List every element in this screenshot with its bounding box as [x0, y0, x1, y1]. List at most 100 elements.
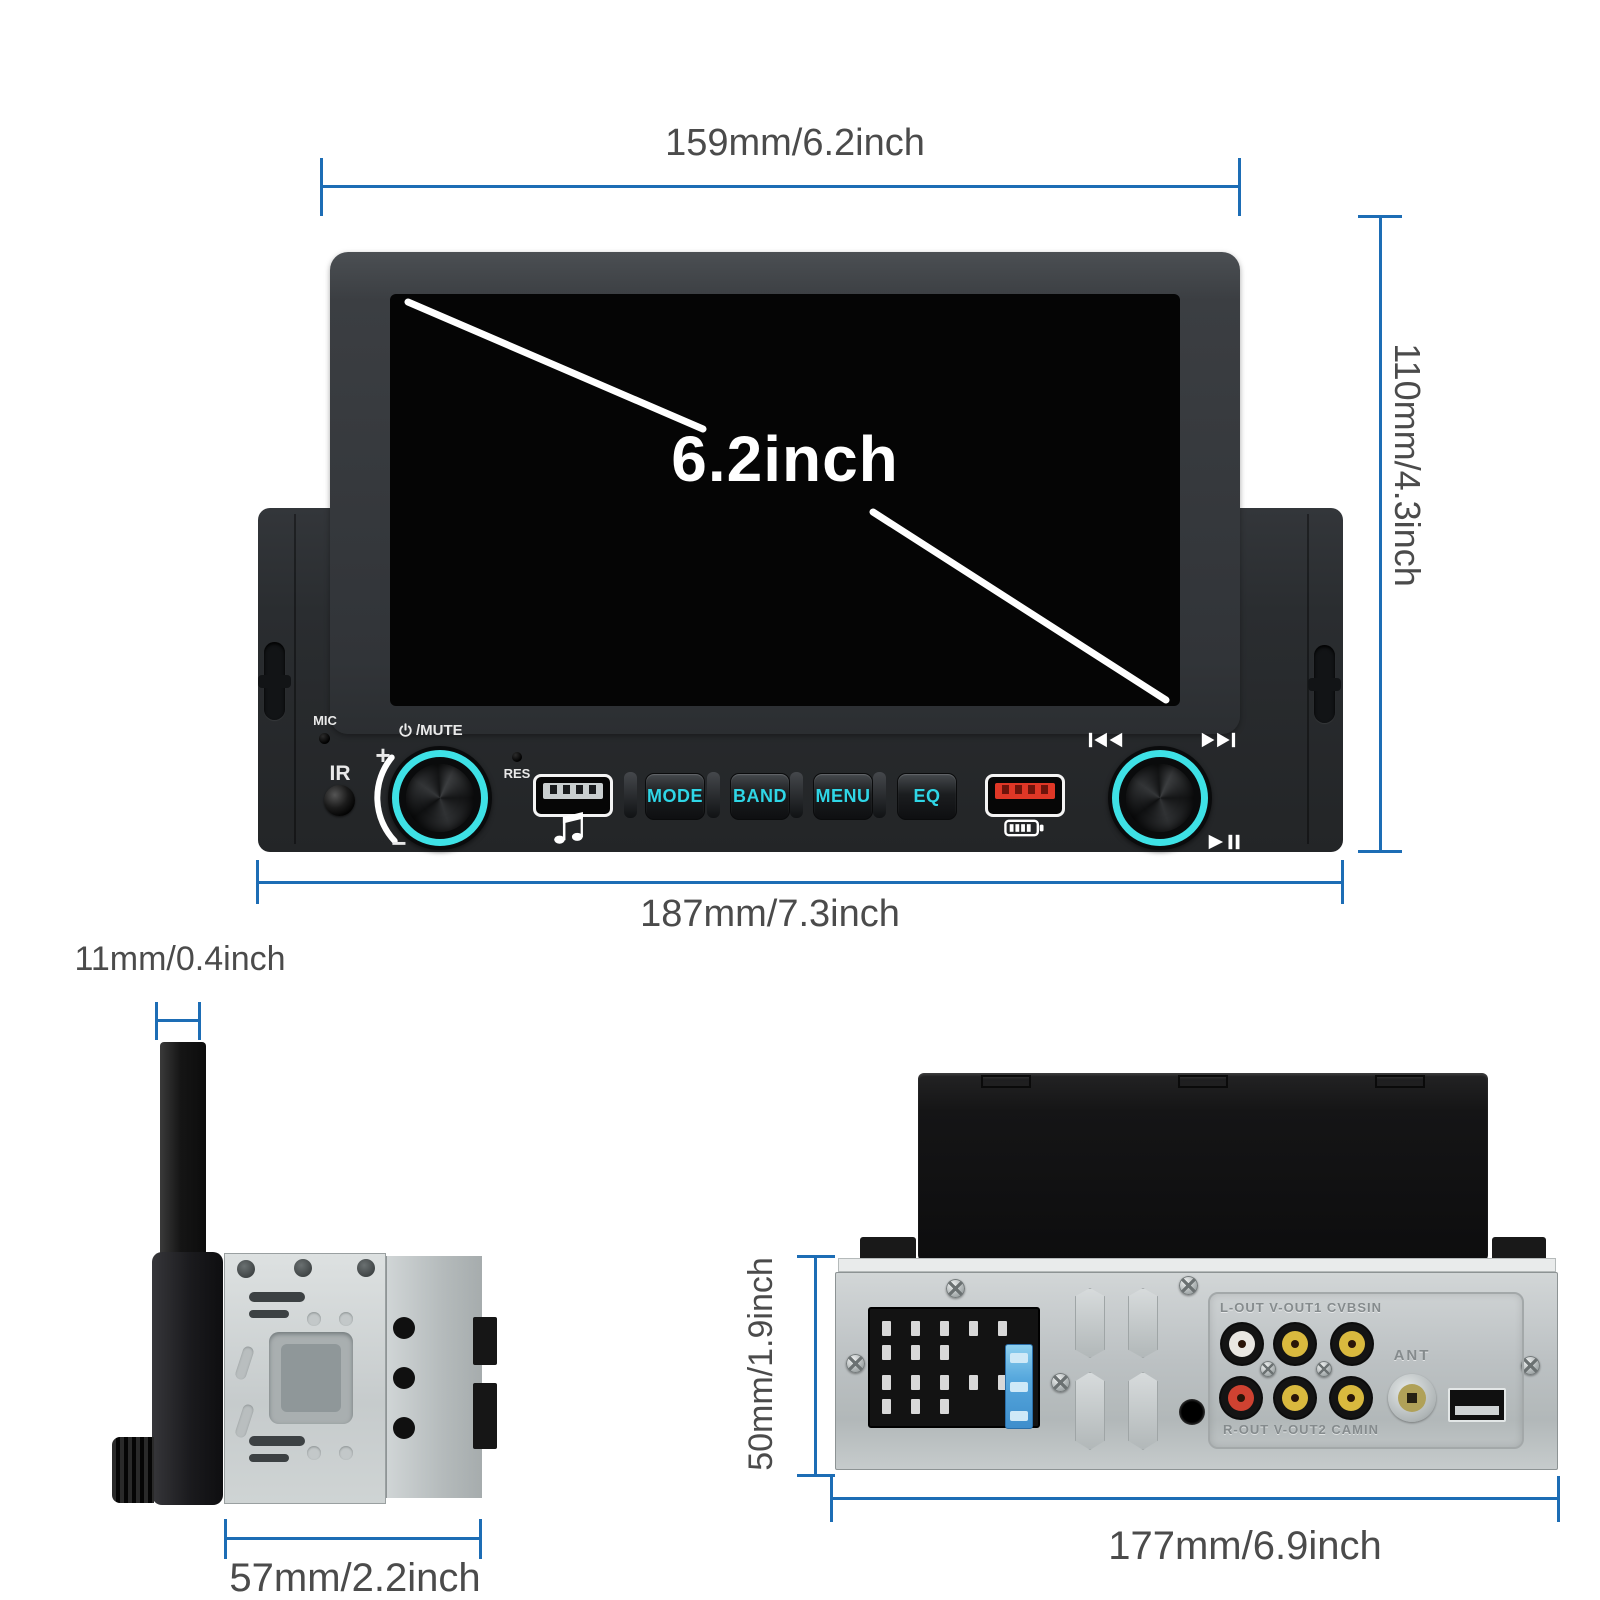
usb-port-charging: [985, 774, 1065, 817]
rca-labels-top: L-OUT V-OUT1 CVBSIN: [1219, 1300, 1382, 1315]
iso-pin-group: [882, 1375, 1012, 1414]
antenna-jack-hole: [1407, 1393, 1417, 1403]
dim-tick: [479, 1519, 482, 1559]
dim-line-bottom: [258, 881, 1344, 884]
sleeve-flange: [838, 1258, 1556, 1272]
cage-hole-small: [307, 1312, 321, 1326]
play-pause-icon: [1208, 834, 1240, 850]
chassis-screw-hole: [393, 1417, 415, 1439]
mount-slot-right-notch: [1308, 678, 1341, 691]
cage-emboss: [234, 1403, 255, 1439]
dim-width-chassis: 177mm/6.9inch: [1108, 1524, 1382, 1568]
cage-cutout-inner: [281, 1344, 341, 1412]
side-clamp-left: [860, 1237, 916, 1261]
fuse: [1005, 1344, 1033, 1429]
ir-receiver: [324, 785, 355, 816]
ir-label: IR: [329, 762, 351, 785]
button-separator: [624, 772, 637, 818]
antenna-panel-side: [160, 1042, 206, 1254]
touch-screen: 6.2inch: [390, 294, 1180, 706]
chassis-screw-hole: [393, 1367, 415, 1389]
knob-cap: [1126, 764, 1194, 832]
cage-cutout: [269, 1332, 353, 1424]
band-button: BAND: [730, 773, 790, 820]
dim-tick: [256, 860, 259, 904]
rca-jack-cvbsin: [1332, 1324, 1372, 1364]
screw: [1260, 1361, 1276, 1377]
fuse-element: [1010, 1353, 1028, 1363]
ear-seam: [294, 514, 296, 844]
dim-tick: [830, 1476, 833, 1522]
cage-hole: [294, 1259, 312, 1277]
aux-jack: [1179, 1399, 1205, 1425]
vent-slot: [1128, 1288, 1158, 1358]
cage-hole-small: [339, 1312, 353, 1326]
cage-slot: [249, 1310, 289, 1318]
dim-line-rear-left: [814, 1255, 817, 1477]
dim-height-unit: 110mm/4.3inch: [1387, 343, 1428, 587]
dim-panel-thickness: 11mm/0.4inch: [74, 940, 286, 978]
vent-slot: [1128, 1372, 1158, 1450]
screw: [1521, 1356, 1540, 1375]
power-icon: [399, 723, 412, 737]
cage-slot: [249, 1454, 289, 1462]
reset-hole: [512, 752, 522, 762]
rear-connector-side: [473, 1317, 497, 1365]
mount-slot-left-notch: [258, 675, 291, 688]
usb-tongue-red: [995, 783, 1055, 799]
dim-tick: [224, 1519, 227, 1559]
rca-plate: [1208, 1292, 1524, 1449]
screen-size-label: 6.2inch: [671, 423, 899, 495]
power-mute-label: /MUTE: [416, 722, 463, 739]
screen-back: [918, 1073, 1488, 1261]
knob-cap: [406, 764, 474, 832]
usb-pins: [995, 785, 1055, 794]
vent-slot: [1075, 1288, 1105, 1358]
cage-hole: [237, 1260, 255, 1278]
cage-hole: [357, 1259, 375, 1277]
menu-button: MENU: [813, 773, 873, 820]
dim-tick: [1358, 215, 1402, 218]
cage-hole-small: [339, 1446, 353, 1460]
dim-height-chassis: 50mm/1.9inch: [742, 1257, 780, 1471]
dim-tick: [1358, 850, 1402, 853]
usb-pins: [543, 785, 603, 794]
knob-ring: [392, 750, 488, 846]
cage-slot: [249, 1292, 305, 1302]
eq-button: EQ: [897, 773, 957, 820]
prev-track-icon: [1088, 732, 1123, 748]
iso-pin-group: [882, 1321, 1012, 1360]
usb-tongue: [543, 783, 603, 799]
fuse-element: [1010, 1411, 1028, 1421]
screen-diagonal-line: [404, 298, 1170, 704]
front-panel-side: [152, 1252, 223, 1505]
cage-emboss: [234, 1345, 255, 1381]
rear-connector-side: [473, 1383, 497, 1449]
dim-width-body: 187mm/7.3inch: [640, 893, 900, 935]
screw: [1179, 1276, 1198, 1295]
screw: [946, 1279, 965, 1298]
rear-usb-tongue: [1455, 1406, 1499, 1415]
mic-label: MIC: [313, 713, 337, 728]
dim-line-top: [322, 185, 1240, 188]
dim-tick: [1557, 1476, 1560, 1522]
fuse-element: [1010, 1382, 1028, 1392]
screw: [1316, 1361, 1332, 1377]
rca-labels-bottom: R-OUT V-OUT2 CAMIN: [1223, 1422, 1379, 1437]
dim-line-side-top: [155, 1019, 201, 1022]
next-track-icon: [1201, 732, 1236, 748]
power-mute-row: /MUTE: [398, 722, 498, 739]
rca-jack-r-out: [1221, 1378, 1261, 1418]
tune-knob: [1108, 746, 1212, 850]
dim-tick: [320, 158, 323, 216]
dim-tick: [1341, 860, 1344, 904]
volume-plus-label: +: [375, 740, 391, 770]
cage-hole-small: [307, 1446, 321, 1460]
button-separator: [873, 772, 886, 818]
volume-knob: [388, 746, 492, 850]
mounting-cage-side: [224, 1253, 386, 1504]
reset-label: RES: [503, 766, 531, 781]
dim-tick: [1238, 158, 1241, 216]
screen-back-clip: [1178, 1075, 1228, 1088]
